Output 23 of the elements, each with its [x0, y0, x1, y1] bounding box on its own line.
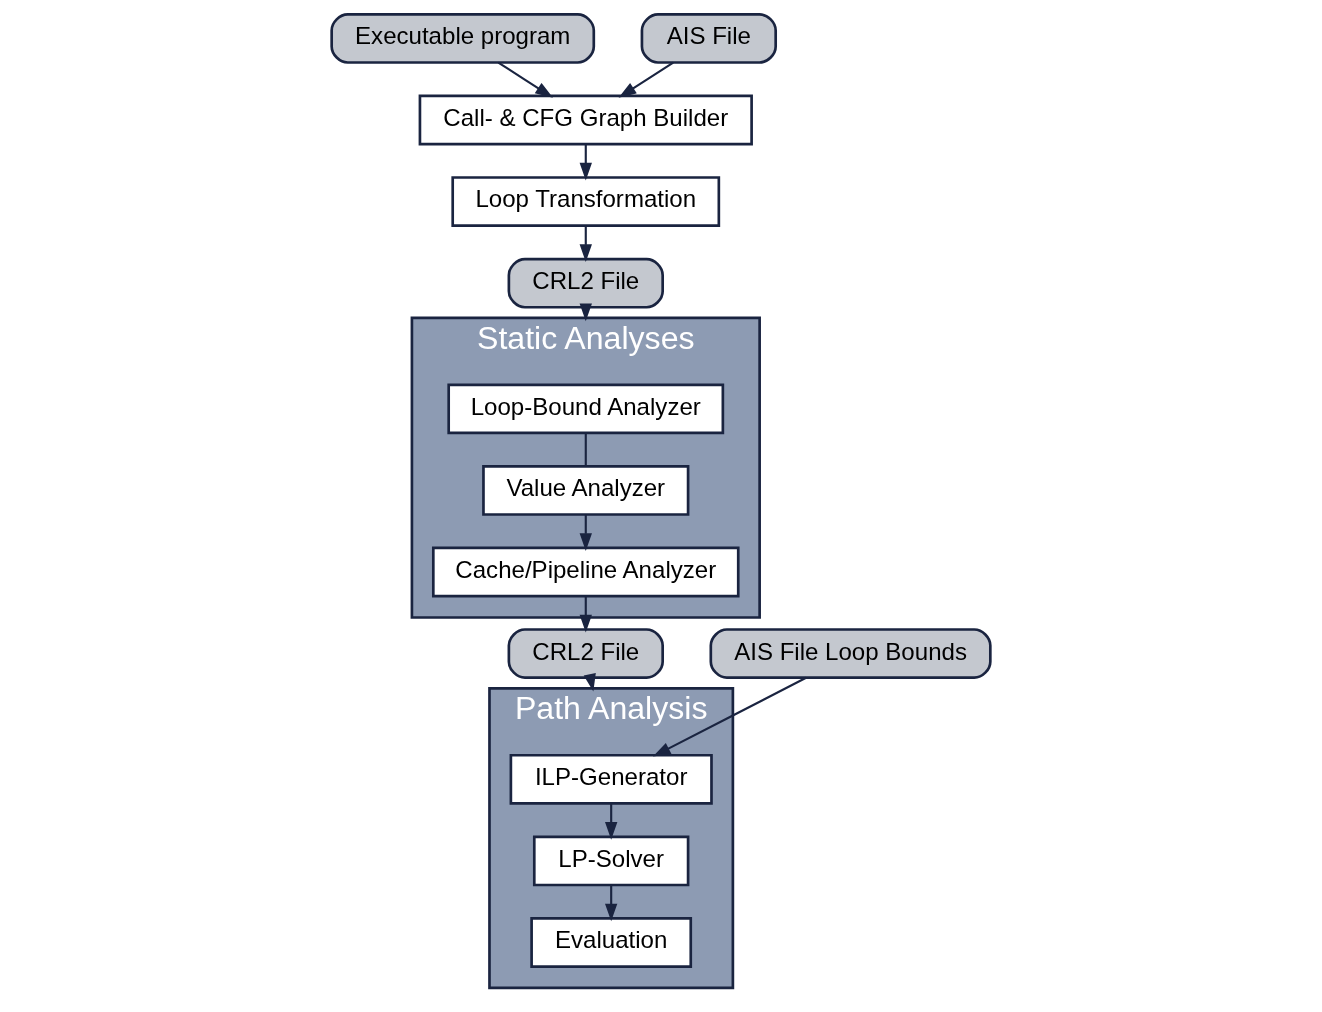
node-box: AIS File — [640, 12, 777, 64]
node-box: AIS File Loop Bounds — [709, 627, 992, 679]
arrow — [579, 143, 592, 180]
node-box: ILP-Generator — [509, 753, 713, 805]
node-box: Cache/Pipeline Analyzer — [431, 546, 740, 597]
arrow — [579, 225, 592, 262]
node-box: Call- & CFG Graph Builder — [418, 94, 753, 145]
arrow — [579, 595, 592, 632]
connector — [584, 432, 587, 466]
arrow — [618, 61, 674, 98]
arrow — [605, 884, 618, 921]
arrow — [579, 514, 592, 551]
arrow — [605, 803, 618, 840]
node-box: Value Analyzer — [482, 464, 690, 516]
node-box: Loop Transformation — [451, 175, 721, 227]
node-box: Executable program — [330, 12, 596, 64]
arrow — [583, 672, 596, 692]
node-box: Evaluation — [530, 916, 693, 968]
arrow — [652, 676, 807, 757]
node-box: Loop-Bound Analyzer — [447, 382, 725, 434]
node-box: LP-Solver — [532, 835, 690, 886]
arrow — [579, 303, 592, 321]
arrow — [497, 61, 553, 98]
